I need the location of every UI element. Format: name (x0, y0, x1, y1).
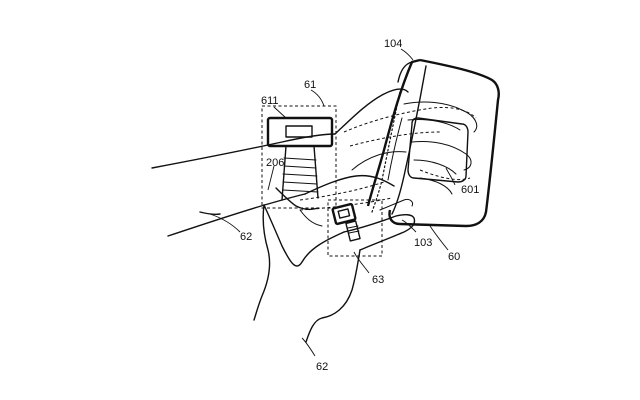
label-wrist-region: 61 (304, 79, 316, 91)
forearm-outline (151, 133, 336, 237)
thumb-dashed (343, 107, 477, 181)
label-arm-lower: 62 (316, 361, 328, 373)
label-device-edge: 103 (414, 237, 432, 249)
label-wrist-strap: 206 (266, 157, 284, 169)
label-device: 104 (384, 38, 402, 50)
label-finger-region: 63 (372, 274, 384, 286)
wrist-band-sensor (266, 116, 334, 148)
wrist-strap (281, 145, 319, 201)
lower-hand-outline (253, 187, 416, 343)
screen-region (407, 117, 469, 183)
holding-hand-outline (304, 88, 478, 195)
device-body (366, 58, 500, 228)
finger-sensor (331, 202, 361, 242)
label-wrist-band-sensor: 611 (261, 95, 279, 107)
label-arm-upper: 62 (240, 231, 252, 243)
assembly-dashed-lines (299, 181, 393, 211)
label-screen-region: 601 (461, 184, 479, 196)
leader-lines (209, 48, 456, 357)
label-device-assembly: 60 (448, 251, 460, 263)
